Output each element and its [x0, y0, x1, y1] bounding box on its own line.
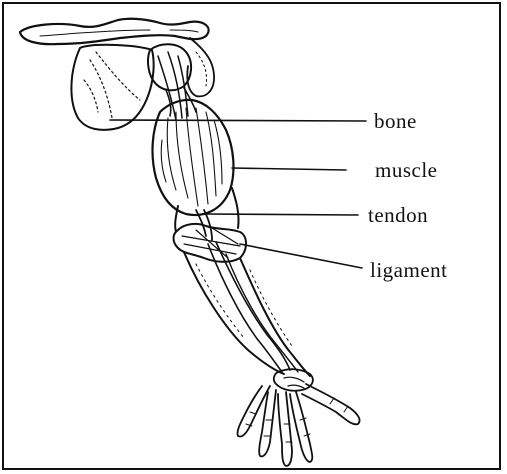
- leader-line-bone: [110, 120, 366, 121]
- finger-middle: [278, 392, 292, 466]
- ulna-bone: [226, 254, 298, 372]
- forearm-outline: [184, 252, 310, 376]
- wrist-carpals: [284, 377, 304, 388]
- scapula: [71, 45, 153, 130]
- thumb: [302, 384, 360, 424]
- leader-line-muscle: [232, 168, 346, 170]
- label-ligament: ligament: [370, 260, 447, 281]
- label-bone: bone: [374, 111, 417, 132]
- label-muscle: muscle: [375, 160, 437, 181]
- finger-index: [290, 392, 312, 462]
- leader-line-tendon: [204, 214, 358, 215]
- acromion-shading: [196, 52, 207, 86]
- scapula-spine: [84, 52, 140, 118]
- biceps-striations: [161, 108, 222, 206]
- leader-line-ligament: [240, 244, 362, 268]
- label-tendon: tendon: [368, 205, 428, 226]
